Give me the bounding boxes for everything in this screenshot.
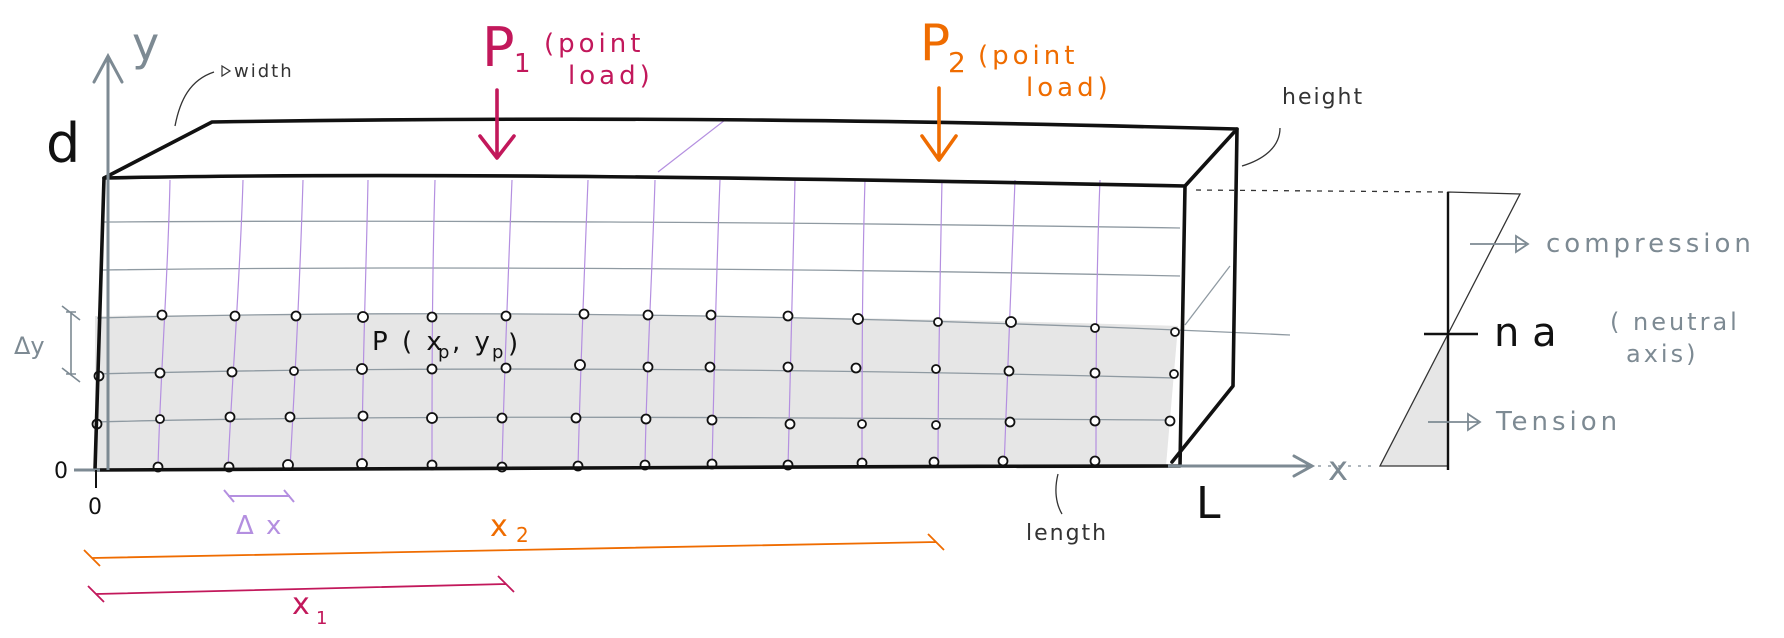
grid-point-label: P ( x p , y p ): [372, 327, 518, 363]
point-label-mid: , y: [452, 327, 493, 357]
x-axis-arrowhead: [1292, 454, 1316, 478]
x2-subscript: 2: [516, 523, 529, 547]
dy-bracket: [61, 305, 81, 383]
y-origin-label: 0: [54, 459, 68, 484]
vertical-grid-lines: [157, 119, 1101, 469]
p2-note-line2: load): [1026, 73, 1112, 103]
p2-note-line1: (point: [978, 41, 1078, 71]
p2-arrow-icon: [920, 86, 958, 162]
y-axis-label: y: [132, 17, 159, 71]
point-label-close: ): [508, 329, 518, 359]
tension-triangle: [1378, 333, 1449, 467]
dy-label: Δy: [14, 332, 45, 360]
x-axis-label: x: [1328, 449, 1348, 489]
neutral-axis-line2: axis): [1626, 340, 1698, 368]
compression-pointer-icon: [1470, 234, 1530, 254]
load-p1: P 1 (point load): [478, 16, 654, 160]
point-label-sub-x: p: [438, 342, 449, 363]
tension-label: Tension: [1495, 407, 1621, 437]
width-label: width: [234, 61, 294, 82]
top-height-label: d: [46, 112, 80, 175]
x-end-label: L: [1196, 478, 1221, 529]
beam-side-face: [1170, 127, 1239, 464]
x1-subscript: 1: [316, 608, 327, 629]
y-axis-arrowhead: [92, 52, 124, 84]
width-leader: [174, 71, 215, 127]
length-leader: [1055, 473, 1063, 515]
height-leader: [1241, 127, 1281, 167]
p2-symbol: P: [920, 14, 950, 72]
beam-side-hidden-line: [1184, 265, 1231, 326]
point-label-sub-y: p: [492, 342, 503, 363]
dx-label: Δ x: [236, 511, 283, 541]
tension-pointer-icon: [1428, 412, 1482, 432]
x2-label: x: [490, 509, 508, 544]
p1-note-line2: load): [568, 61, 654, 91]
x1-label: x: [292, 587, 310, 622]
x1-dimension-line: [87, 575, 515, 603]
height-label: height: [1282, 85, 1364, 110]
p1-note-line1: (point: [544, 29, 644, 59]
length-label: length: [1026, 521, 1108, 546]
na-label: n a: [1494, 310, 1557, 356]
stress-top-dotted-line: [1195, 189, 1447, 193]
p1-subscript: 1: [514, 49, 531, 79]
p2-subscript: 2: [948, 46, 966, 79]
neutral-axis-line1: ( neutral: [1610, 308, 1740, 336]
p1-arrow-icon: [478, 88, 516, 160]
compression-label: compression: [1546, 229, 1755, 259]
width-pointer-icon: [221, 64, 232, 78]
tension-region-fill: [95, 314, 1178, 470]
stress-diagram: n a ( neutral axis) compression Tension: [1195, 189, 1755, 470]
dx-bracket: [223, 489, 295, 503]
p1-symbol: P: [482, 16, 515, 79]
point-label-main: P ( x: [372, 327, 445, 357]
beam-top-face: [102, 117, 1239, 188]
x2-dimension-line: [83, 533, 945, 567]
x-origin-label: 0: [88, 495, 102, 520]
load-p2: P 2 (point load): [920, 14, 1112, 162]
